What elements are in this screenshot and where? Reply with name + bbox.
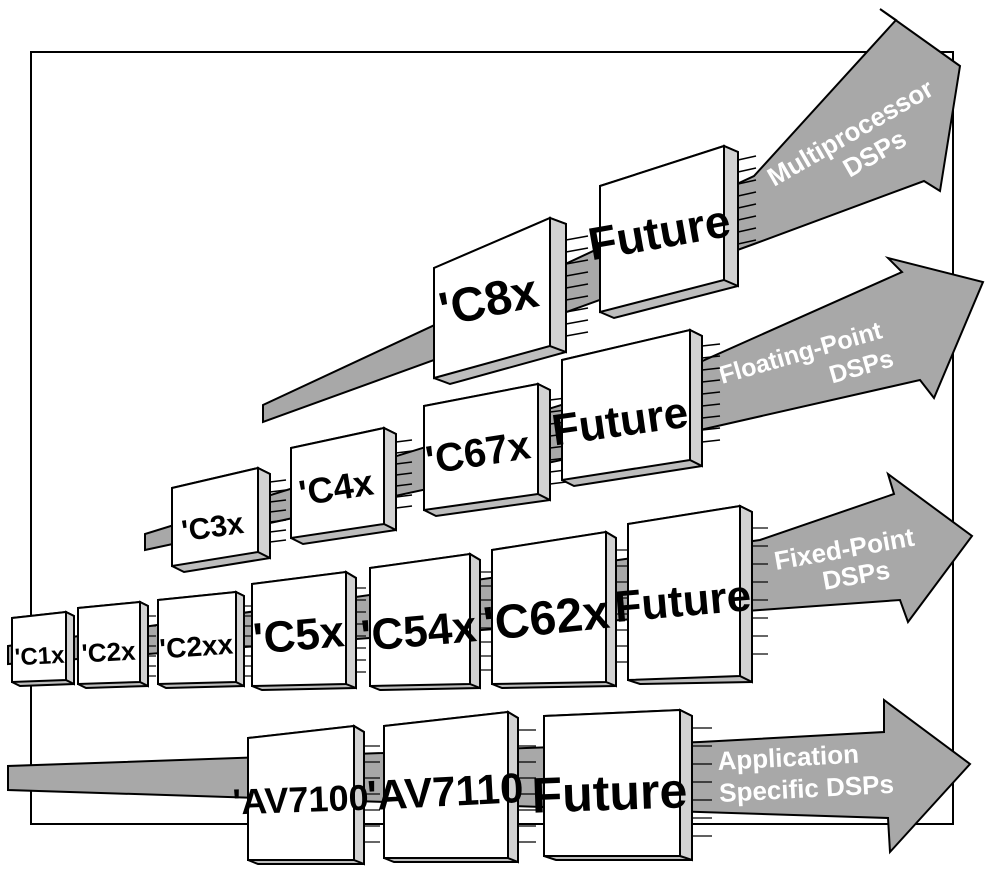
chip-C8x: 'C8x (433, 216, 589, 386)
chip-C2xx: 'C2xx (157, 590, 252, 690)
chip-C5x: 'C5x (251, 570, 366, 692)
chip-label-C5x: 'C5x (251, 607, 347, 664)
chip-C67x: 'C67x (423, 382, 567, 518)
chip-future-multiprocessor: Future (584, 144, 757, 320)
chip-label-C2x: 'C2x (81, 636, 137, 669)
chip-future-floating-point: Future (549, 328, 721, 488)
chip-AV7110: 'AV7110 (366, 710, 536, 864)
chip-C54x: 'C54x (359, 552, 492, 692)
track-application-specific: Application Specific DSPs 'AV7100 (7, 698, 972, 866)
chip-label-C54x: 'C54x (359, 602, 479, 661)
chip-C1x: 'C1x (11, 610, 75, 688)
chip-C2x: 'C2x (77, 600, 156, 690)
track-fixed-point: Fixed-Point DSPs 'C1x (7, 471, 974, 692)
chip-AV7100: 'AV7100 (232, 724, 380, 866)
chip-label-future-application-specific: Future (531, 762, 688, 823)
chip-label-C2xx: 'C2xx (159, 628, 235, 664)
chip-C3x: 'C3x (171, 466, 287, 574)
chip-label-AV7110: 'AV7110 (366, 764, 525, 819)
chip-label-C1x: 'C1x (14, 642, 66, 672)
chip-C62x: 'C62x (481, 530, 628, 690)
chip-label-C62x: 'C62x (481, 586, 612, 652)
chip-C4x: 'C4x (290, 426, 413, 546)
track-multiprocessor: Multiprocessor DSPs 'C8x (262, 8, 962, 424)
chip-future-fixed-point: Future (612, 504, 768, 686)
chip-label-AV7100: 'AV7100 (232, 777, 369, 823)
chip-future-application-specific: Future (531, 708, 712, 862)
chip-label-future-fixed-point: Future (612, 571, 753, 632)
track-floating-point: Floating-Point DSPs 'C3x (144, 256, 985, 574)
